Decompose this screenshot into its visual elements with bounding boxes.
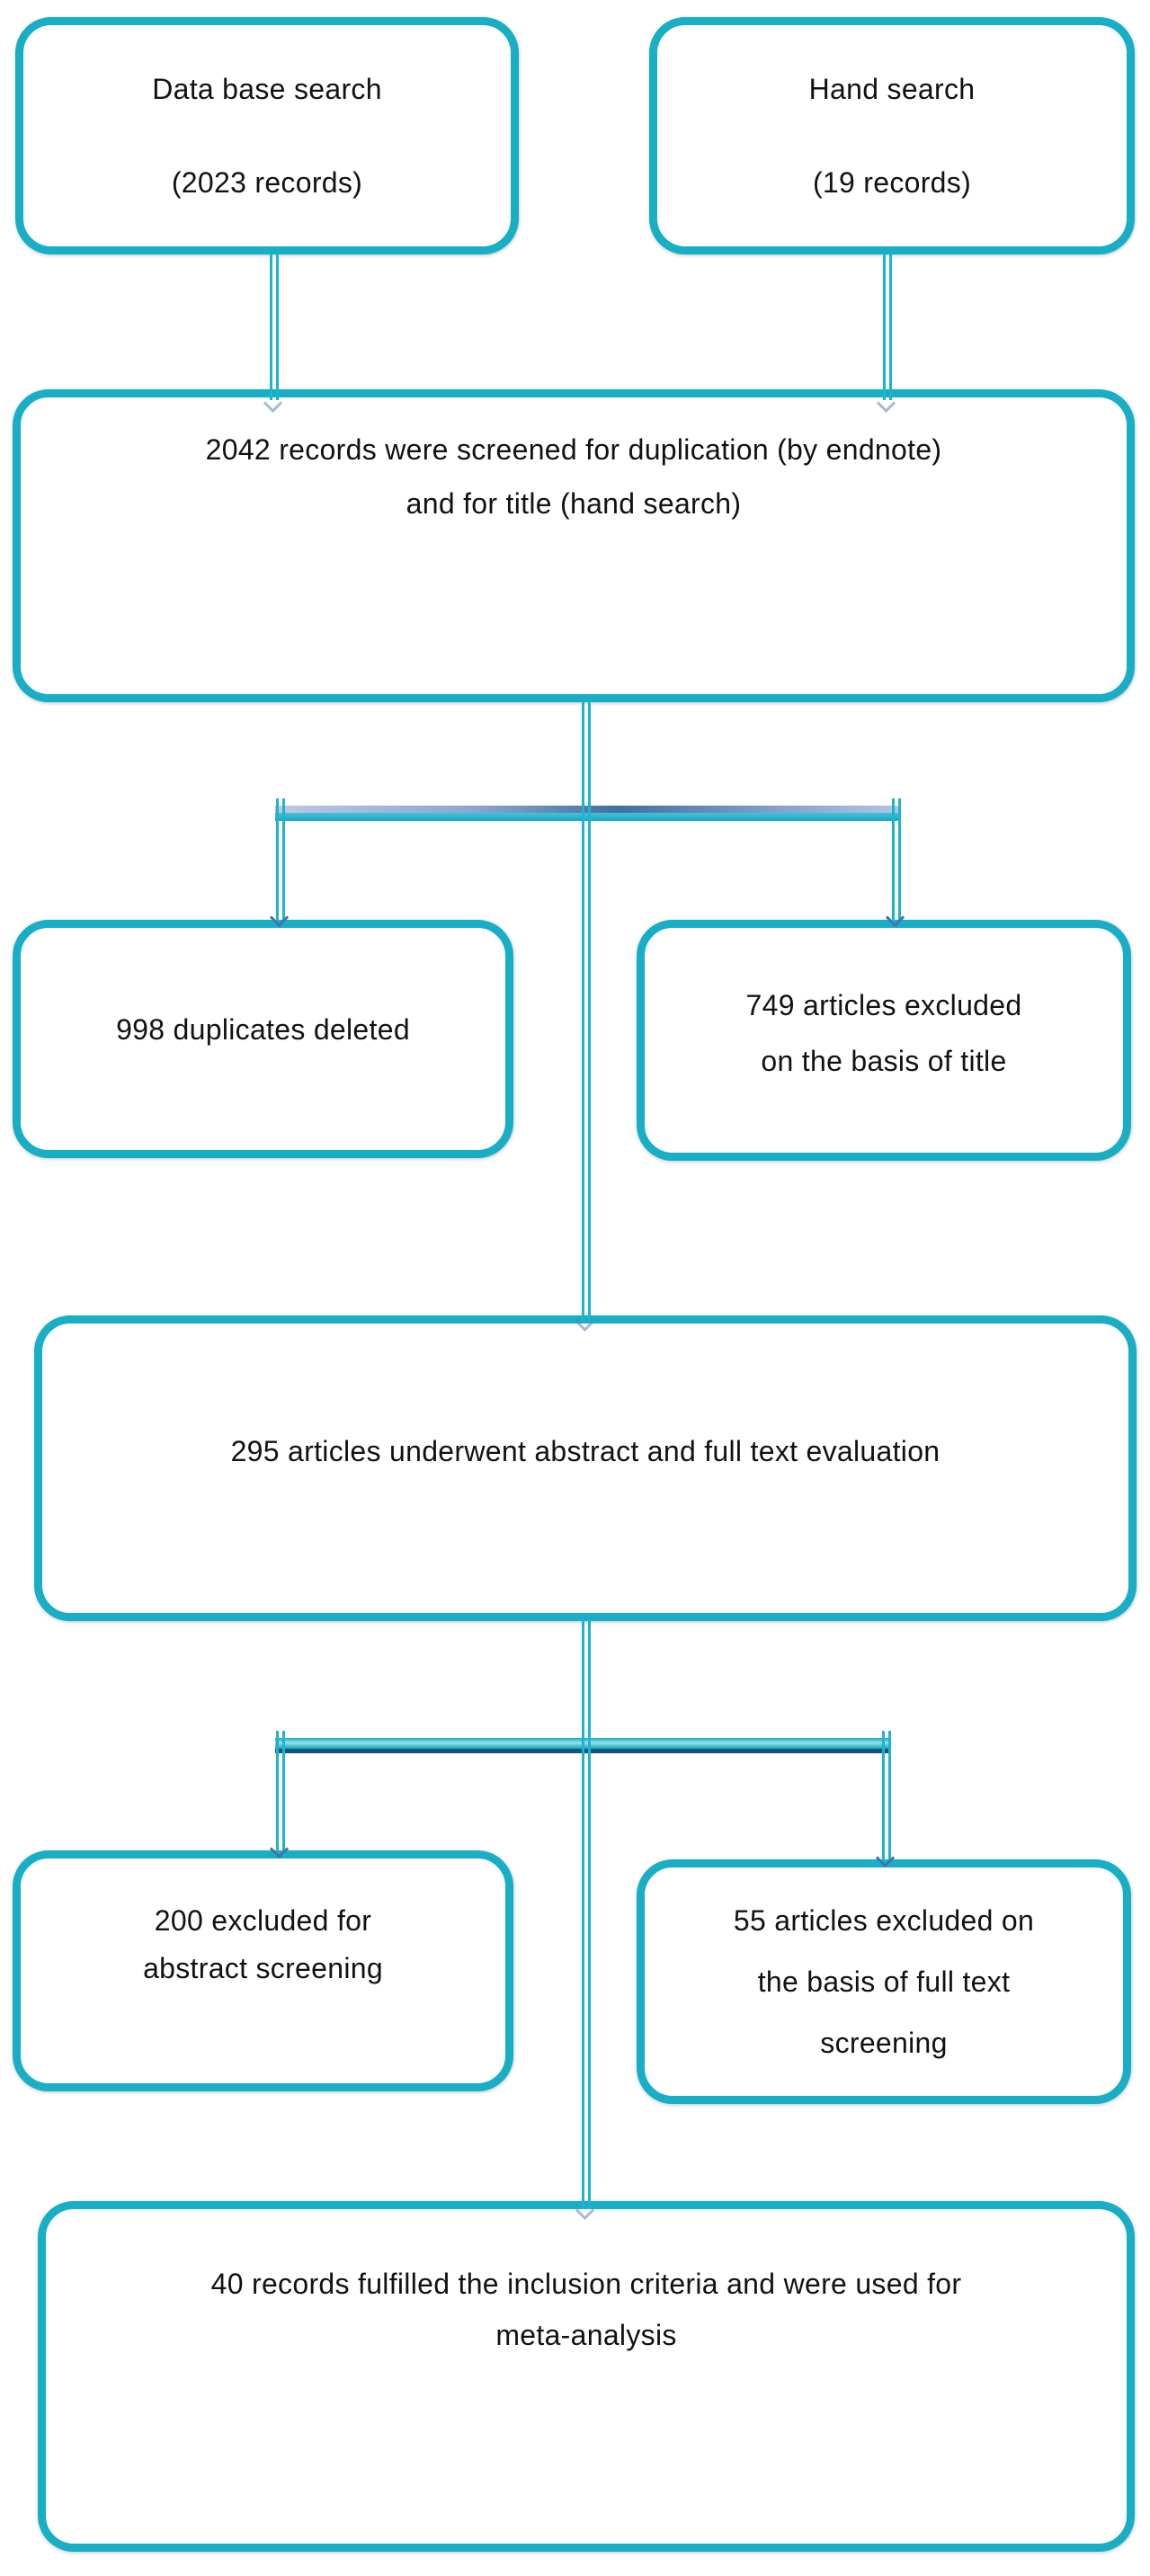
node-text-line: 200 excluded for — [154, 1904, 372, 1937]
node-database-search: Data base search (2023 records) — [15, 17, 519, 254]
connector-database-to-screening — [270, 254, 279, 400]
node-text-line: meta-analysis — [495, 2319, 677, 2351]
connector-drop-duplicates — [276, 798, 285, 924]
node-text-line: Hand search — [808, 73, 976, 105]
node-text-line: Data base search — [152, 73, 382, 105]
node-text-line: the basis of full text — [757, 1965, 1011, 1998]
node-text-line: (19 records) — [812, 166, 972, 199]
node-text-line: abstract screening — [143, 1952, 383, 1984]
node-text-line: and for title (hand search) — [406, 487, 742, 520]
node-included-meta-analysis: 40 records fulfilled the inclusion crite… — [38, 2201, 1135, 2552]
node-hand-search: Hand search (19 records) — [649, 17, 1135, 254]
node-text-line: 749 articles excluded — [745, 989, 1022, 1021]
node-text-line: (2023 records) — [171, 166, 363, 199]
node-text-line: 295 articles underwent abstract and full… — [230, 1435, 941, 1467]
node-screening: 2042 records were screened for duplicati… — [13, 389, 1135, 702]
connector-drop-abstract-excluded — [276, 1731, 285, 1855]
node-text-line: screening — [820, 2027, 948, 2059]
node-abstract-excluded: 200 excluded for abstract screening — [13, 1850, 513, 2091]
node-text-line: 55 articles excluded on — [733, 1904, 1035, 1937]
node-text-line: 40 records fulfilled the inclusion crite… — [210, 2268, 962, 2300]
node-text-line: on the basis of title — [761, 1045, 1007, 1077]
connector-drop-title-excluded — [892, 798, 901, 924]
connector-evaluation-to-included — [582, 1619, 591, 2209]
node-fulltext-excluded: 55 articles excluded on the basis of ful… — [637, 1859, 1131, 2104]
connector-screening-to-evaluation — [582, 700, 591, 1323]
connector-drop-fulltext-excluded — [882, 1731, 891, 1864]
node-abstract-fulltext-evaluation: 295 articles underwent abstract and full… — [34, 1315, 1137, 1621]
connector-hand-to-screening — [883, 254, 892, 400]
node-text-line: 998 duplicates deleted — [116, 1012, 410, 1046]
node-text-line: 2042 records were screened for duplicati… — [205, 433, 942, 466]
node-duplicates-deleted: 998 duplicates deleted — [13, 920, 513, 1158]
node-title-excluded: 749 articles excluded on the basis of ti… — [637, 920, 1131, 1161]
